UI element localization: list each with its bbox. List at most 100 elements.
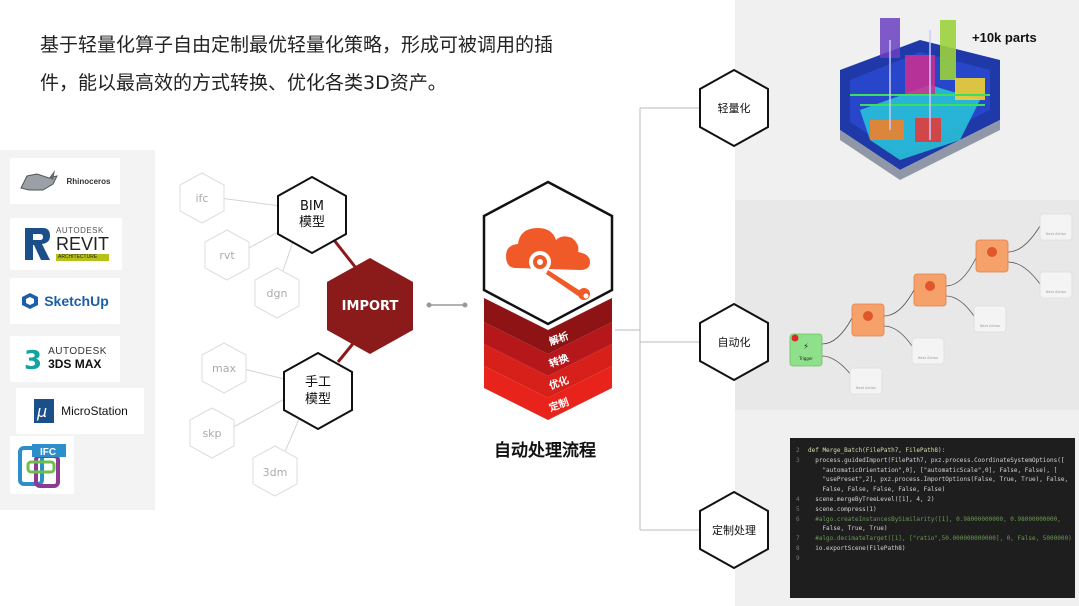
headline: 基于轻量化算子自由定制最优轻量化策略，形成可被调用的插 件，能以最高效的方式转换… xyxy=(40,26,640,102)
import-label: IMPORT xyxy=(342,299,399,314)
code-line-text: scene.compress(1) xyxy=(808,505,877,513)
code-line-number: 4 xyxy=(796,495,800,503)
code-editor-panel: 2 def Merge_Batch(FilePath7, FilePath8): 3… xyxy=(790,438,1075,598)
3dsmax-brand: AUTODESK xyxy=(48,346,107,358)
manual-model-node: 手工 模型 xyxy=(283,351,353,431)
pipeline-layer-3-label: 优化 xyxy=(547,373,570,392)
format-node-skp: skp xyxy=(189,407,235,459)
3dsmax-icon: 3 xyxy=(24,346,42,373)
code-line-number xyxy=(796,475,808,485)
rhino-logo: Rhinoceros xyxy=(10,158,120,204)
microstation-icon: μ xyxy=(34,399,55,423)
format-node-3dm: 3dm xyxy=(252,445,298,497)
code-lines: 2 def Merge_Batch(FilePath7, FilePath8): 3… xyxy=(796,446,1072,564)
microstation-logo: μ MicroStation xyxy=(16,388,144,434)
code-line: 7 #algo.decimateTarget([1], ["ratio",50.… xyxy=(796,534,1072,544)
code-line-text: scene.mergeByTreeLevel([1], 4, 2) xyxy=(808,495,935,503)
3dsmax-logo: 3 AUTODESK 3DS MAX xyxy=(10,336,120,382)
code-line-text: False, False, False, False, False) xyxy=(808,486,946,494)
code-line-text: io.exportScene(FilePath8) xyxy=(808,544,906,552)
microstation-label: MicroStation xyxy=(61,404,128,418)
code-line-number xyxy=(796,466,808,476)
code-line: "automaticOrientation",0], ["automaticSc… xyxy=(796,466,1069,476)
code-line-text: def Merge_Batch(FilePath7, FilePath8): xyxy=(808,447,946,454)
code-line-number xyxy=(796,485,808,495)
code-line-text: "automaticOrientation",0], ["automaticSc… xyxy=(808,466,1058,474)
import-to-pipeline-connector xyxy=(426,302,468,308)
headline-line-2: 件，能以最高效的方式转换、优化各类3D资产。 xyxy=(40,72,447,94)
format-node-ifc: ifc xyxy=(179,172,225,224)
ifc-icon xyxy=(18,444,66,488)
revit-logo: AUTODESK REVIT ARCHITECTURE xyxy=(10,218,122,270)
code-line-number: 7 xyxy=(796,535,800,543)
rhino-icon xyxy=(20,170,59,191)
cloud-gear-wrench-icon xyxy=(506,228,590,300)
manual-format-connectors xyxy=(227,367,303,469)
svg-text:μ: μ xyxy=(36,402,47,421)
format-label-ifc: ifc xyxy=(196,192,209,205)
code-line: 8 io.exportScene(FilePath8) xyxy=(796,544,1069,554)
code-line-number: 6 xyxy=(796,515,800,523)
code-line: 2 def Merge_Batch(FilePath7, FilePath8): xyxy=(796,446,1069,456)
code-line: False, True, True) xyxy=(796,524,1069,534)
svg-text:3: 3 xyxy=(24,346,42,373)
3dsmax-product: 3DS MAX xyxy=(48,356,102,371)
sketchup-label: SketchUp xyxy=(44,293,109,309)
bim-format-connectors xyxy=(219,197,296,289)
bim-node-line-1: BIM xyxy=(300,199,324,214)
flow-preview-panel xyxy=(735,200,1079,410)
manual-node-line-1: 手工 xyxy=(305,375,331,390)
pipeline-stack: 解析 转换 优化 定制 xyxy=(484,298,612,420)
import-to-manual-connector xyxy=(336,339,358,363)
code-line-text: #algo.createInstancesBySimilarity([1], 0… xyxy=(808,515,1061,523)
pipeline-layer-3-shape xyxy=(484,344,612,398)
import-node: IMPORT xyxy=(327,258,413,354)
format-node-max: max xyxy=(201,342,247,394)
pipeline-title: 自动处理流程 xyxy=(494,441,596,461)
output-connectors xyxy=(615,107,700,531)
code-line-number xyxy=(796,524,808,534)
code-line: 5 scene.compress(1) xyxy=(796,505,1069,515)
pipeline-layer-2-label: 转换 xyxy=(547,351,571,370)
pipeline-layer-2-shape xyxy=(484,322,612,376)
code-line-number: 2 xyxy=(796,447,800,454)
pipeline-layer-4-shape xyxy=(484,366,612,420)
bim-node-line-2: 模型 xyxy=(299,215,325,230)
code-line-number: 5 xyxy=(796,505,800,513)
format-label-skp: skp xyxy=(202,427,221,440)
code-line: 3 process.guidedImport(FilePath7, pxz.pr… xyxy=(796,456,1069,466)
rhino-label: Rhinoceros xyxy=(66,176,111,186)
code-line: 9 xyxy=(796,554,1069,564)
pipeline-layer-4-label: 定制 xyxy=(547,395,570,414)
revit-sub: ARCHITECTURE xyxy=(55,254,109,261)
bim-to-import-connector xyxy=(328,234,358,269)
code-line-text: process.guidedImport(FilePath7, pxz.proc… xyxy=(808,456,1065,464)
format-label-3dm: 3dm xyxy=(263,466,288,479)
headline-line-1: 基于轻量化算子自由定制最优轻量化策略，形成可被调用的插 xyxy=(40,34,554,56)
sketchup-icon xyxy=(22,293,39,309)
revit-product: REVIT xyxy=(55,234,109,254)
sketchup-logo: SketchUp xyxy=(10,278,120,324)
code-line-text: "usePreset",2], pxz.process.ImportOption… xyxy=(808,476,1069,484)
pipeline-layer-1-label: 解析 xyxy=(547,329,570,348)
pipeline-top-node xyxy=(482,180,614,326)
format-node-rvt: rvt xyxy=(204,229,250,281)
code-line: 6 #algo.createInstancesBySimilarity([1],… xyxy=(796,515,1069,525)
revit-brand: AUTODESK xyxy=(55,226,104,235)
format-label-rvt: rvt xyxy=(219,249,235,262)
bim-model-node: BIM 模型 xyxy=(277,175,347,255)
code-line: "usePreset",2], pxz.process.ImportOption… xyxy=(796,475,1069,485)
ifc-logo: IFC xyxy=(10,436,74,494)
code-line: False, False, False, False, False) xyxy=(796,485,1069,495)
code-line-number: 3 xyxy=(796,456,800,464)
code-line-number: 9 xyxy=(796,554,800,562)
manual-node-line-2: 模型 xyxy=(305,392,331,407)
pipeline-layer-1-shape xyxy=(484,298,612,354)
code-line-number: 8 xyxy=(796,544,800,552)
format-label-dgn: dgn xyxy=(267,287,288,300)
revit-icon xyxy=(24,228,50,260)
parts-count-label: +10k parts xyxy=(972,30,1037,45)
ifc-label: IFC xyxy=(40,447,57,458)
code-line-text: #algo.decimateTarget([1], ["ratio",50.00… xyxy=(808,535,1072,543)
